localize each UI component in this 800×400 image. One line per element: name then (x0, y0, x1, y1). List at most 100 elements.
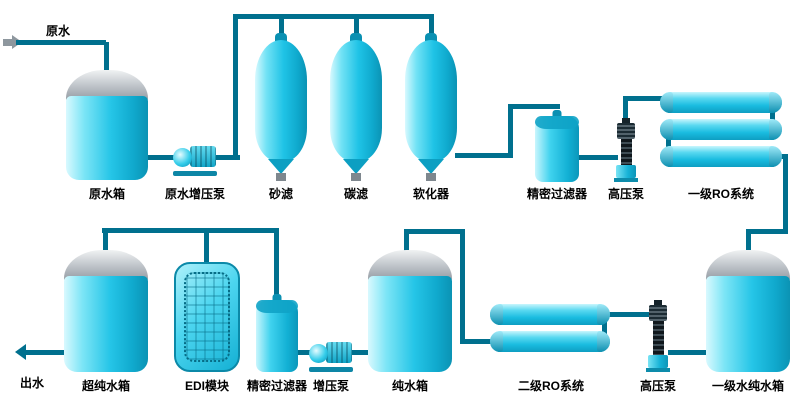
pipe (604, 312, 652, 317)
ro1-membrane-2 (660, 119, 782, 140)
tank-body (64, 276, 148, 372)
pipe (508, 104, 513, 158)
pipe (623, 96, 628, 122)
pipe (146, 155, 176, 160)
pipe (296, 350, 310, 355)
pump-base (616, 165, 636, 178)
pipe (216, 155, 240, 160)
stage1-ro-system-label: 一级RO系统 (687, 187, 755, 201)
ro1-membrane-3 (660, 146, 782, 167)
inlet-arrow-icon (3, 39, 12, 46)
stage1-pure-water-tank-label: 一级水纯水箱 (711, 379, 785, 393)
precision-filter-1 (535, 110, 579, 182)
precision-filter-2 (256, 294, 298, 372)
pipe (666, 127, 671, 159)
precision-filter-2-label: 精密过滤器 (246, 379, 308, 393)
pump-column (652, 321, 664, 355)
pipe (406, 229, 465, 234)
carbon-filter-label: 碳滤 (343, 187, 369, 201)
tank-body (66, 96, 148, 180)
pipe (233, 14, 238, 160)
pipe (404, 229, 409, 262)
pump-motor (190, 146, 216, 167)
pipe (578, 155, 618, 160)
raw-water-booster-pump-label: 原水增压泵 (164, 187, 226, 201)
high-pressure-pump-1 (614, 118, 638, 182)
booster-pump-label: 增压泵 (312, 379, 350, 393)
ultrapure-water-tank-label: 超纯水箱 (81, 379, 131, 393)
softener-vessel (405, 33, 457, 181)
pump-base (173, 171, 217, 176)
ro2-membrane-2 (490, 331, 610, 352)
pump-plate (614, 178, 638, 182)
pipe (602, 312, 607, 343)
precision-filter-1-label: 精密过滤器 (526, 187, 588, 201)
edi-stack-pattern (184, 272, 230, 362)
pump-head (173, 148, 192, 167)
pump-motor (326, 342, 352, 363)
pump-cap (654, 300, 662, 305)
vessel-base (426, 173, 436, 181)
pipe (352, 350, 370, 355)
vessel-cone (343, 159, 369, 174)
pure-water-tank-label: 纯水箱 (391, 379, 429, 393)
tank-body (368, 276, 452, 372)
edi-module (174, 262, 240, 372)
carbon-filter-vessel (330, 33, 382, 181)
pipe (26, 350, 66, 355)
pump-motor (617, 123, 635, 139)
pump-plate (646, 368, 670, 372)
outlet-label: 出水 (19, 376, 45, 390)
pipe (429, 14, 434, 42)
pipe (103, 228, 108, 262)
pipe (623, 96, 667, 101)
pump-column (620, 139, 632, 165)
raw-water-tank-label: 原水箱 (88, 187, 126, 201)
pipe (746, 229, 751, 262)
pipe (274, 228, 279, 298)
pipe (16, 40, 106, 45)
sand-filter-vessel (255, 33, 307, 181)
pump-head (309, 344, 328, 363)
high-pressure-pump-2-label: 高压泵 (639, 379, 677, 393)
high-pressure-pump-2 (646, 300, 670, 372)
pump-base (648, 355, 668, 368)
raw-water-tank (66, 70, 148, 180)
inlet-label: 原水 (45, 24, 71, 38)
pipe (233, 14, 434, 19)
pure-water-tank (368, 250, 452, 372)
filter-stub (272, 294, 282, 301)
pipe (460, 229, 465, 344)
edi-module-label: EDI模块 (184, 379, 230, 393)
raw-water-booster-pump (172, 142, 218, 176)
pipe (748, 229, 788, 234)
stage1-pure-water-tank (706, 250, 790, 372)
sand-filter-label: 砂滤 (268, 187, 294, 201)
pipe (102, 228, 279, 233)
pipe (783, 154, 788, 234)
vessel-base (276, 173, 286, 181)
filter-stub (552, 110, 562, 117)
ro2-membrane-1 (490, 304, 610, 325)
softener-label: 软化器 (412, 187, 450, 201)
vessel-cap (275, 33, 287, 42)
pipe (204, 228, 209, 268)
vessel-cap (425, 33, 437, 42)
booster-pump (308, 338, 354, 372)
pump-base (309, 367, 353, 372)
tank-body (706, 276, 790, 372)
ro1-membrane-1 (660, 92, 782, 113)
pipe (455, 153, 513, 158)
pipe (668, 350, 708, 355)
pipe (354, 14, 359, 42)
pump-cap (622, 118, 630, 123)
vessel-cone (268, 159, 294, 174)
outlet-arrowhead-icon (15, 344, 26, 360)
pipe (460, 339, 494, 344)
ultrapure-water-tank (64, 250, 148, 372)
pipe (104, 42, 109, 78)
filter-cap (535, 116, 579, 129)
filter-cap (256, 300, 298, 313)
high-pressure-pump-1-label: 高压泵 (607, 187, 645, 201)
